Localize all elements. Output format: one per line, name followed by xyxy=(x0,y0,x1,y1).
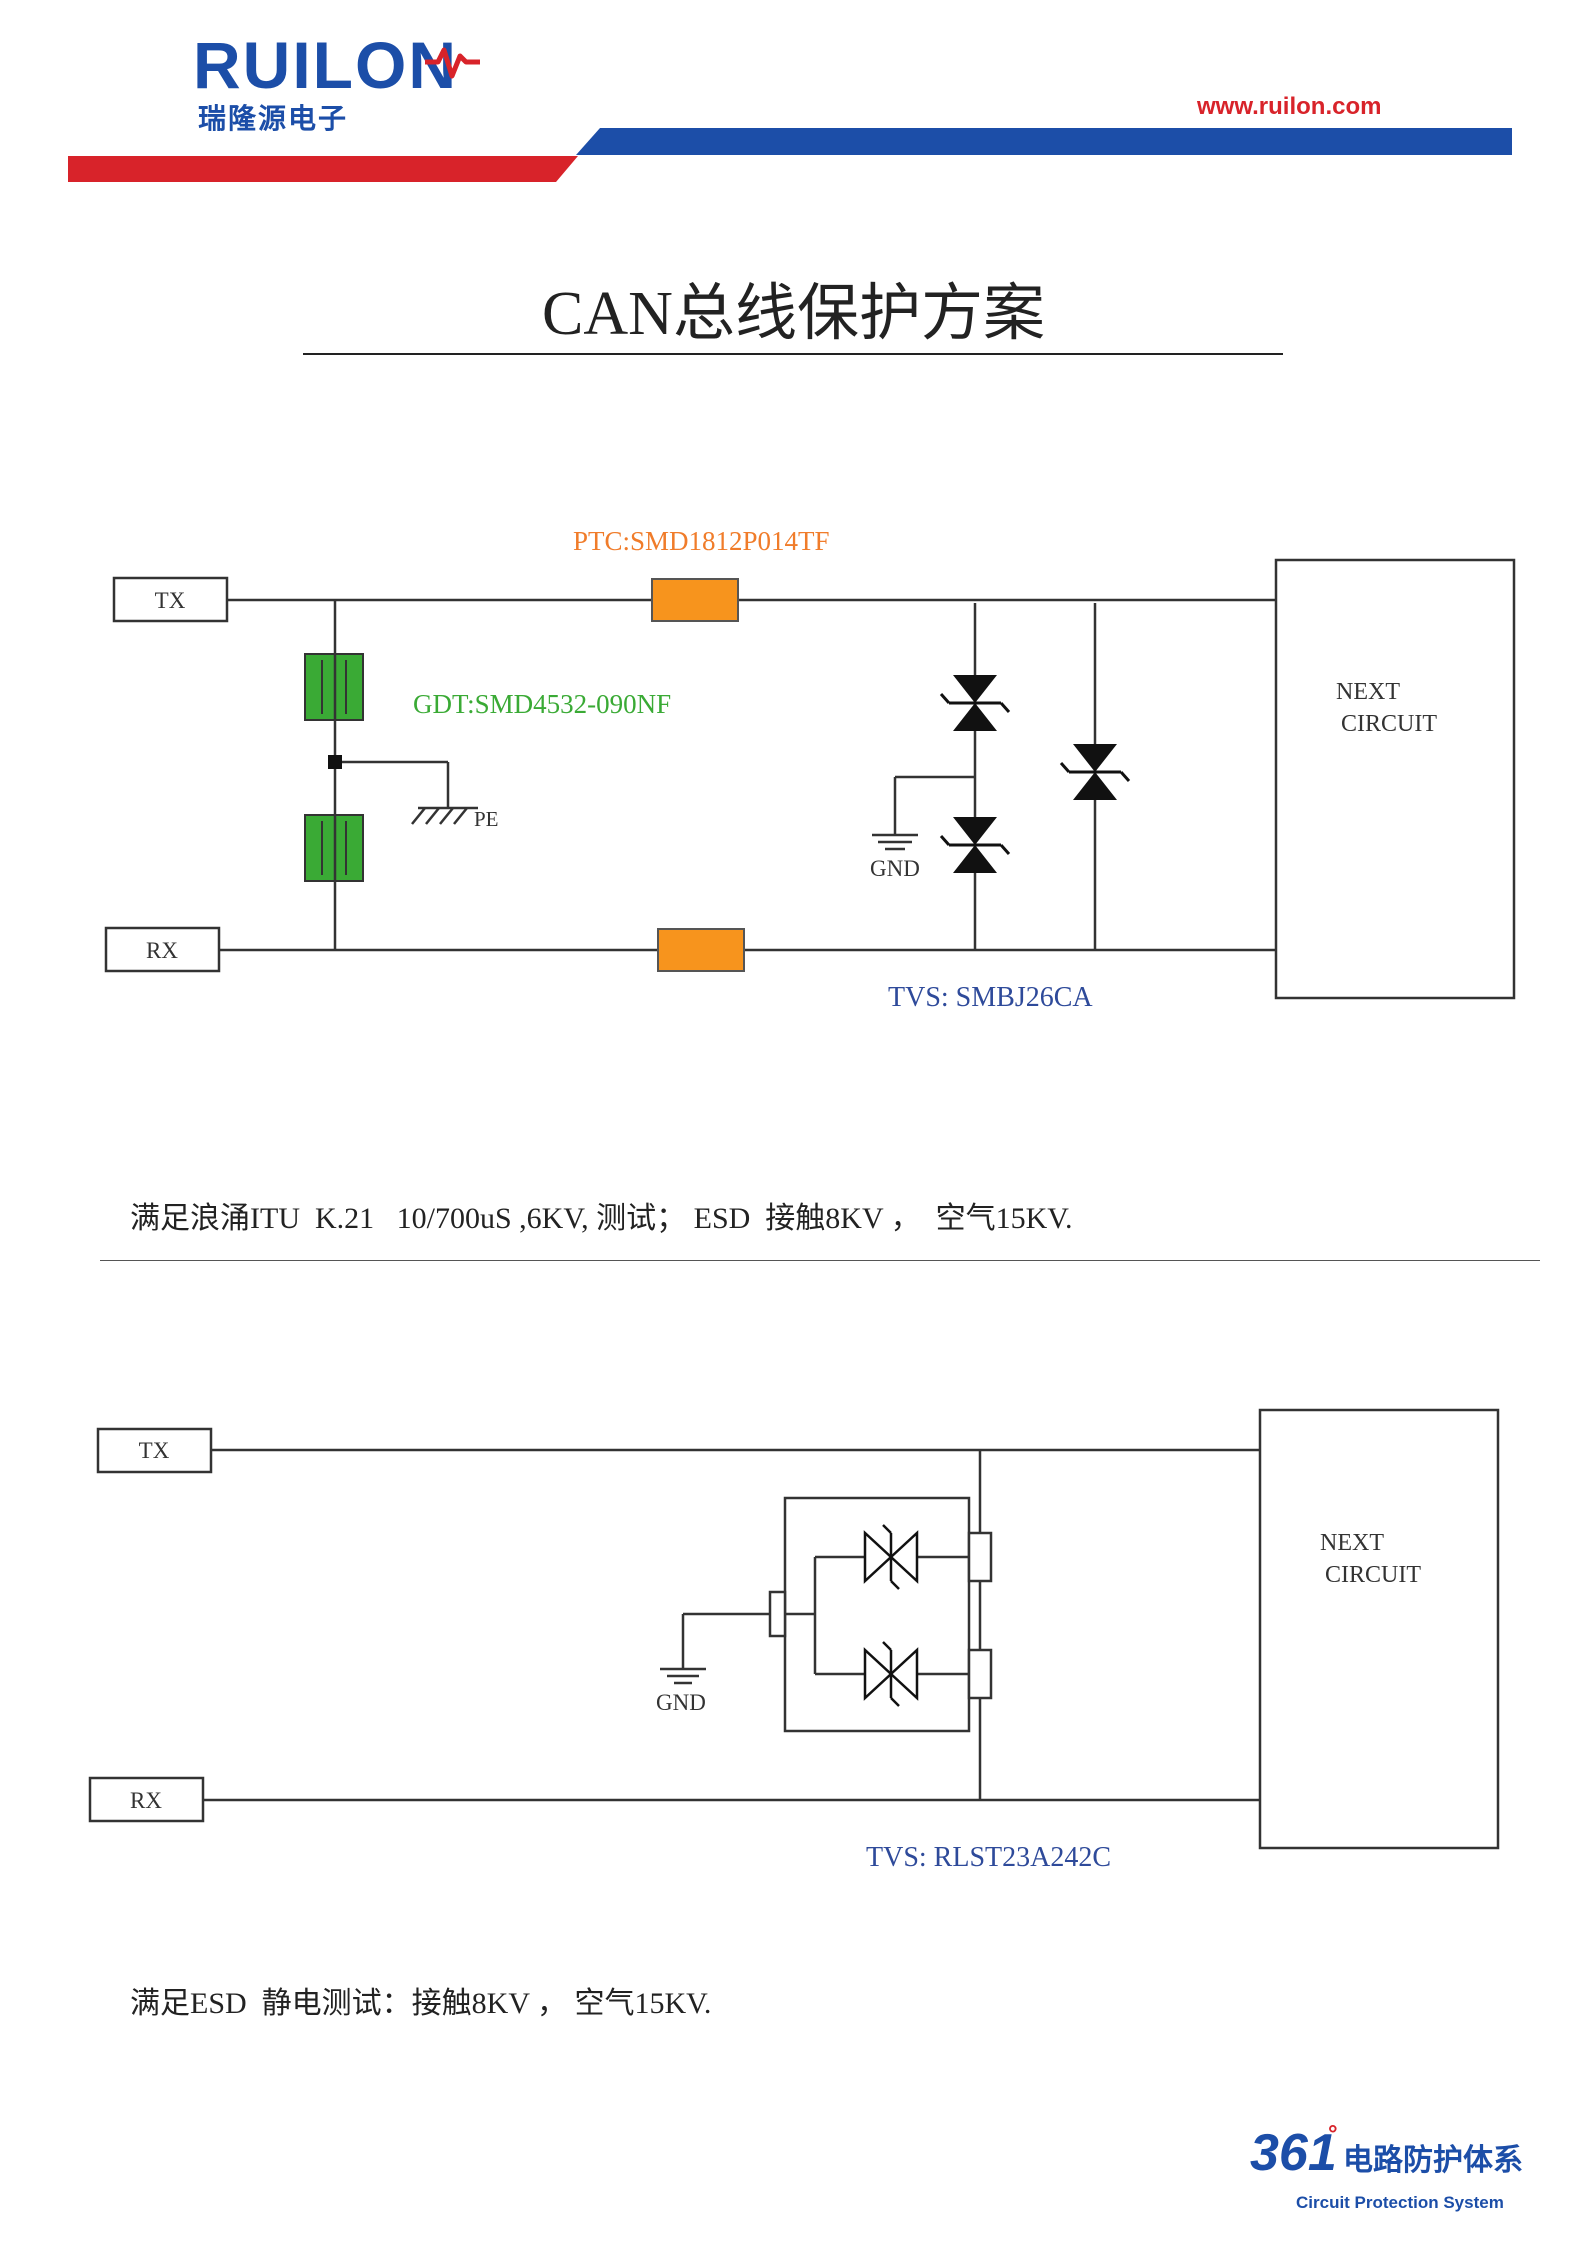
next-circuit-box-1 xyxy=(1274,558,1516,1000)
junction-node xyxy=(328,755,342,769)
website-url[interactable]: www.ruilon.com xyxy=(1196,93,1381,120)
ptc-fuse-tx xyxy=(651,578,739,622)
next-label-2a: NEXT xyxy=(1320,1530,1384,1556)
title-underline xyxy=(303,353,1283,355)
gdt-label: GDT:SMD4532-090NF xyxy=(413,689,671,719)
next-circuit-box-2 xyxy=(1258,1408,1500,1850)
header-blue-bar xyxy=(576,128,1512,155)
rx-label-1: RX xyxy=(146,938,178,963)
ptc-label: PTC:SMD1812P014TF xyxy=(573,526,830,556)
tx-label-1: TX xyxy=(155,588,186,613)
circuit-1-spec-note: 满足浪涌ITU K.21 10/700uS ,6KV, 测试； ESD 接触8K… xyxy=(130,1202,1073,1235)
pe-label: PE xyxy=(474,807,499,831)
company-logo: RUILON xyxy=(193,28,458,102)
page-header: RUILON 瑞隆源电子 www.ruilon.com xyxy=(68,28,1512,182)
brand-degree: ° xyxy=(1328,2121,1338,2148)
logo-heartbeat-icon xyxy=(425,47,480,79)
brand-en: Circuit Protection System xyxy=(1296,2193,1504,2212)
circuit-diagrams: TX RX PTC:SMD1812P014TF GDT:SMD4532-090N… xyxy=(88,526,1516,1873)
footer-brand: 361 ° 电路防护体系 Circuit Protection System xyxy=(1250,2121,1523,2212)
header-red-bar xyxy=(68,156,578,182)
tvs-label-1: TVS: SMBJ26CA xyxy=(888,982,1093,1013)
tx-label-2: TX xyxy=(139,1438,170,1463)
brand-cn: 电路防护体系 xyxy=(1343,2143,1523,2178)
circuit-2-spec-note: 满足ESD 静电测试：接触8KV ， 空气15KV. xyxy=(130,1987,712,2020)
circuit-1 xyxy=(104,558,1516,1000)
circuit-2 xyxy=(88,1408,1500,1850)
tvs-diode-lower xyxy=(939,815,1011,875)
ptc-fuse-rx xyxy=(657,928,745,972)
brand-number: 361 xyxy=(1250,2124,1337,2182)
gdt-upper xyxy=(304,653,364,721)
gdt-lower xyxy=(304,814,364,882)
tvs-diode-upper xyxy=(939,673,1011,733)
gnd-label-1: GND xyxy=(870,856,920,881)
page-title: CAN总线保护方案 xyxy=(542,280,1045,348)
gnd-label-2: GND xyxy=(656,1690,706,1715)
rx-label-2: RX xyxy=(130,1788,162,1813)
next-label-2b: CIRCUIT xyxy=(1325,1562,1421,1588)
section-divider xyxy=(100,1260,1540,1261)
next-label-1a: NEXT xyxy=(1336,679,1400,705)
next-label-1b: CIRCUIT xyxy=(1341,711,1437,737)
logo-subtitle: 瑞隆源电子 xyxy=(198,103,348,134)
tvs-label-2: TVS: RLST23A242C xyxy=(866,1842,1111,1873)
tvs-diode-right xyxy=(1059,742,1131,802)
rx-terminal-2 xyxy=(88,1776,205,1823)
